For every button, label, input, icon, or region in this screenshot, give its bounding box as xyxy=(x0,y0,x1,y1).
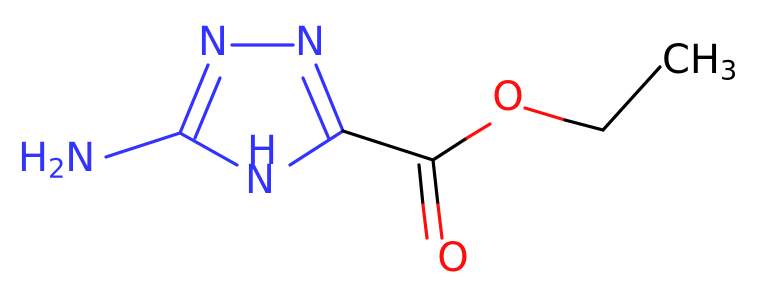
atom-o-carbonyl: O xyxy=(437,235,468,281)
bond-c3-c6 xyxy=(341,129,435,162)
atom-nh2-n: N xyxy=(65,135,95,181)
atom-nh2-sub: 2 xyxy=(48,154,65,185)
bond-c6-o-carbonyl-second-red xyxy=(421,203,429,240)
atom-nh2-h: H xyxy=(18,135,48,181)
atom-ch3-sub: 3 xyxy=(720,56,737,87)
atom-ch3-ch: CH xyxy=(662,37,720,83)
bond-n2-c3 xyxy=(314,63,345,133)
bond-o-ch2 xyxy=(523,106,567,122)
bonds xyxy=(104,43,662,240)
bond-c6-o-carbonyl xyxy=(431,158,440,207)
bond-c6-o-carbonyl-second xyxy=(417,163,425,207)
atom-o-ester: O xyxy=(492,74,523,120)
bond-c5-nh2 xyxy=(104,131,182,159)
bond-c6-o-carbonyl-red xyxy=(436,203,444,240)
bond-n1-c5-second xyxy=(193,76,222,140)
atom-n2: N xyxy=(295,19,325,65)
bond-n1-c5 xyxy=(178,63,210,135)
bond-c3-n4 xyxy=(288,129,345,167)
atom-nh-h: H xyxy=(247,128,277,174)
atom-n1: N xyxy=(198,19,228,65)
bond-o-ch2-black xyxy=(563,118,605,132)
atom-ch3: CH3 xyxy=(662,37,737,87)
bond-ch2-ch3 xyxy=(601,65,662,132)
bond-c5-n4 xyxy=(178,131,239,167)
bond-c6-o-ester xyxy=(431,136,469,162)
bond-n2-c3-second xyxy=(301,76,331,141)
atom-nh: N H xyxy=(245,128,279,203)
atom-nh2: H2N xyxy=(18,135,95,185)
atom-labels: N N N H H2N O O CH3 xyxy=(18,19,737,281)
atom-nh-n: N xyxy=(245,157,275,203)
bond-c6-o-ester-red xyxy=(465,122,492,140)
